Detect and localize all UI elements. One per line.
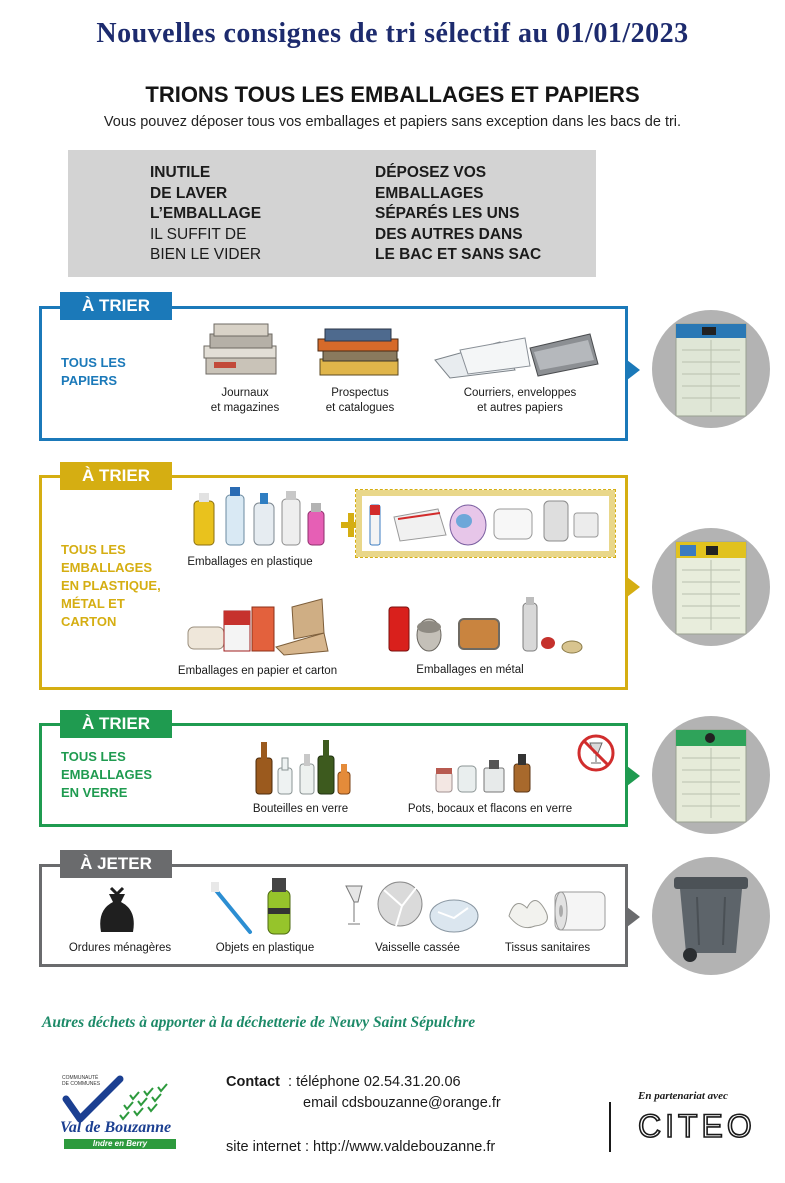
plastic-objects-icon xyxy=(211,878,291,935)
bin-packaging xyxy=(652,528,770,646)
logo-top-text: COMMUNAUTÉ DE COMMUNES xyxy=(62,1075,101,1087)
sanitary-tissues-icon xyxy=(508,891,606,931)
broken-dishes-icon xyxy=(345,881,479,933)
tag-a-trier-papers: À TRIER xyxy=(60,292,172,320)
plus-icon xyxy=(341,513,361,537)
glass-jars-icon xyxy=(435,754,531,793)
caption-plastic: Emballages en plastique xyxy=(187,556,313,568)
yellow-recycling-bin-icon xyxy=(675,541,747,635)
arrow-packaging xyxy=(627,577,640,597)
caption-newspapers: Journaux et magazines xyxy=(210,387,280,414)
contact-label: Contact xyxy=(226,1074,280,1090)
green-recycling-bin-icon xyxy=(675,729,747,823)
bin-glass xyxy=(652,716,770,834)
footer-note: Autres déchets à apporter à la déchetter… xyxy=(42,1014,476,1031)
website-link[interactable]: site internet : http://www.valdebouzanne… xyxy=(226,1139,496,1155)
caption-plastic-objects: Objets en plastique xyxy=(215,942,315,954)
caption-household-waste: Ordures ménagères xyxy=(68,942,172,954)
arrow-papers xyxy=(627,360,640,380)
page-title: Nouvelles consignes de tri sélectif au 0… xyxy=(96,18,689,49)
contact-phone: : téléphone 02.54.31.20.06 xyxy=(288,1074,461,1090)
caption-letters: Courriers, enveloppes et autres papiers xyxy=(463,387,577,414)
intro-text: Vous pouvez déposer tous vos emballages … xyxy=(103,114,682,130)
checkmarks-logo-icon xyxy=(62,1075,168,1123)
caption-glass-bottles: Bouteilles en verre xyxy=(252,803,349,815)
label-papers: TOUS LES PAPIERS xyxy=(61,355,126,388)
subtitle: TRIONS TOUS LES EMBALLAGES ET PAPIERS xyxy=(145,82,640,107)
caption-metal: Emballages en métal xyxy=(416,664,524,676)
glass-bottles-icon xyxy=(255,740,351,795)
bin-trash xyxy=(652,857,770,975)
tip-separate: DÉPOSEZ VOS EMBALLAGES SÉPARÉS LES UNS D… xyxy=(375,164,542,263)
tip-no-wash: INUTILE DE LAVER L’EMBALLAGE IL SUFFIT D… xyxy=(150,164,262,263)
blue-recycling-bin-icon xyxy=(675,323,747,417)
tips-box: INUTILE DE LAVER L’EMBALLAGE IL SUFFIT D… xyxy=(68,150,596,277)
plastic-films-trays-icon xyxy=(369,500,599,546)
tag-a-jeter: À JETER xyxy=(60,850,172,878)
tag-a-trier-glass: À TRIER xyxy=(60,710,172,738)
catalogues-icon xyxy=(317,328,399,376)
paper-cardboard-icon xyxy=(187,598,329,656)
partner-label: En partenariat avec xyxy=(638,1090,728,1102)
label-glass: TOUS LES EMBALLAGES EN VERRE xyxy=(61,749,152,800)
garbage-bag-icon xyxy=(100,886,134,932)
label-packaging: TOUS LES EMBALLAGES EN PLASTIQUE, MÉTAL … xyxy=(61,542,161,629)
caption-glass-jars: Pots, bocaux et flacons en verre xyxy=(407,803,573,815)
caption-broken-dishes: Vaisselle cassée xyxy=(375,942,460,954)
logo-name: Val de Bouzanne xyxy=(60,1119,172,1136)
bin-papers xyxy=(652,310,770,428)
tag-a-trier-packaging: À TRIER xyxy=(60,462,172,490)
caption-sanitary-tissues: Tissus sanitaires xyxy=(504,942,591,954)
arrow-trash xyxy=(627,907,640,927)
contact-email[interactable]: email cdsbouzanne@orange.fr xyxy=(303,1095,501,1111)
caption-paper-cardboard: Emballages en papier et carton xyxy=(177,665,338,677)
letters-envelopes-icon xyxy=(434,333,599,379)
plastic-bottles-icon xyxy=(193,487,325,546)
citeo-logo: CITEO xyxy=(637,1107,756,1145)
newspapers-icon xyxy=(203,323,277,375)
logo-val-de-bouzanne: COMMUNAUTÉ DE COMMUNES Val de Bouzanne I… xyxy=(60,1075,185,1155)
no-glassware-icon xyxy=(577,734,615,772)
partner-divider xyxy=(609,1102,611,1152)
logo-tagline: Indre en Berry xyxy=(64,1139,176,1149)
grey-wheelie-bin-icon xyxy=(674,877,748,962)
contact-block: Contact : téléphone 02.54.31.20.06 email… xyxy=(226,1072,501,1114)
metal-cans-icon xyxy=(388,597,583,654)
caption-catalogues: Prospectus et catalogues xyxy=(325,387,395,414)
arrow-glass xyxy=(627,766,640,786)
